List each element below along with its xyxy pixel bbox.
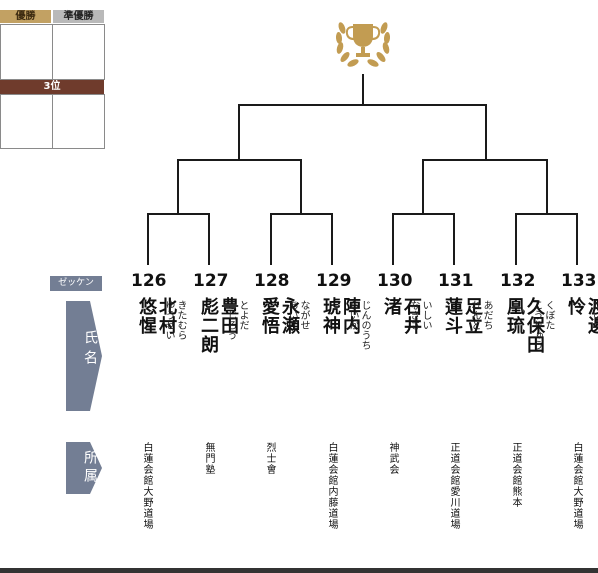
player-number: 131 xyxy=(438,271,474,291)
player-kana: じんのうち らいが xyxy=(347,300,370,350)
runner-up-header: 準優勝 xyxy=(53,10,104,23)
winner-header: 優勝 xyxy=(0,10,51,23)
player-affiliation: 正道会館熊本 xyxy=(510,442,521,508)
bracket-line-player-128 xyxy=(270,213,272,265)
bracket-line-semi-right-horizontal xyxy=(422,159,547,161)
third-place-cell-1 xyxy=(0,94,53,149)
bracket-line-semi-left-vertical xyxy=(238,104,240,161)
zekken-label: ゼッケン xyxy=(50,276,102,291)
player-number: 133 xyxy=(561,271,597,291)
bracket-line-final-vertical xyxy=(362,74,364,106)
bracket-line-player-130 xyxy=(392,213,394,265)
player-kana: いしい なぎさ xyxy=(408,300,431,330)
affiliation-label: 所属 xyxy=(82,450,98,486)
third-place-cell-2 xyxy=(52,94,105,149)
player-affiliation: 白蓮会館大野道場 xyxy=(571,442,582,530)
player-affiliation: 白蓮会館内藤道場 xyxy=(326,442,337,530)
player-number: 127 xyxy=(193,271,229,291)
third-place-header: 3位 xyxy=(0,80,104,94)
player-number: 129 xyxy=(316,271,352,291)
player-kana: あだち れんと xyxy=(469,300,492,330)
bracket-line-qf3-vertical xyxy=(422,159,424,214)
player-affiliation: 無門塾 xyxy=(203,442,214,475)
player-affiliation: 神武会 xyxy=(387,442,398,475)
bracket-line-qf2-horizontal xyxy=(270,213,333,215)
bracket-line-qf4-horizontal xyxy=(515,213,578,215)
player-number: 128 xyxy=(254,271,290,291)
bracket-line-semi-right-vertical xyxy=(485,104,487,161)
bracket-line-player-126 xyxy=(147,213,149,265)
name-label-tab xyxy=(66,301,102,411)
bottom-rule xyxy=(0,568,598,573)
player-number: 132 xyxy=(500,271,536,291)
bracket-line-qf4-vertical xyxy=(546,159,548,214)
player-name: 石井 渚 xyxy=(381,297,422,335)
player-kana: とよだ こじろう xyxy=(225,300,248,340)
player-affiliation: 烈士會 xyxy=(264,442,275,475)
bracket-line-qf2-vertical xyxy=(300,159,302,214)
player-name: 豊田 彪二朗 xyxy=(198,297,239,354)
player-name: 渡邊 怜 xyxy=(565,297,598,335)
player-name: 久保田 凰琉 xyxy=(504,297,545,354)
trophy-laurel-icon xyxy=(335,22,391,67)
bracket-line-player-129 xyxy=(331,213,333,265)
player-number: 130 xyxy=(377,271,413,291)
player-kana: きたむら ゆうせい xyxy=(163,300,186,340)
affiliation-label-tab xyxy=(66,442,102,494)
player-name: 永瀬 愛悟 xyxy=(259,297,300,335)
bracket-line-player-132 xyxy=(515,213,517,265)
bracket-line-qf3-horizontal xyxy=(392,213,455,215)
bracket-line-qf1-horizontal xyxy=(147,213,210,215)
bracket-line-final-horizontal xyxy=(238,104,486,106)
player-name: 足立 蓮斗 xyxy=(442,297,483,335)
player-kana: くぼた こうりゅう xyxy=(531,300,554,350)
bracket-line-player-127 xyxy=(208,213,210,265)
name-label: 氏名 xyxy=(82,330,98,370)
winner-cell xyxy=(0,24,53,80)
bracket-line-semi-left-horizontal xyxy=(177,159,302,161)
player-name: 北村 悠惺 xyxy=(136,297,177,335)
player-kana: わたなべ れい xyxy=(590,300,598,320)
player-name: 陣内 琥神 xyxy=(320,297,361,335)
bracket-line-player-131 xyxy=(453,213,455,265)
bracket-line-qf1-vertical xyxy=(177,159,179,214)
player-number: 126 xyxy=(131,271,167,291)
player-kana: ながせ あいご xyxy=(286,300,309,330)
player-affiliation: 正道会館愛川道場 xyxy=(448,442,459,530)
runner-up-cell xyxy=(52,24,105,80)
bracket-line-player-133 xyxy=(576,213,578,265)
player-affiliation: 白蓮会館大野道場 xyxy=(141,442,152,530)
